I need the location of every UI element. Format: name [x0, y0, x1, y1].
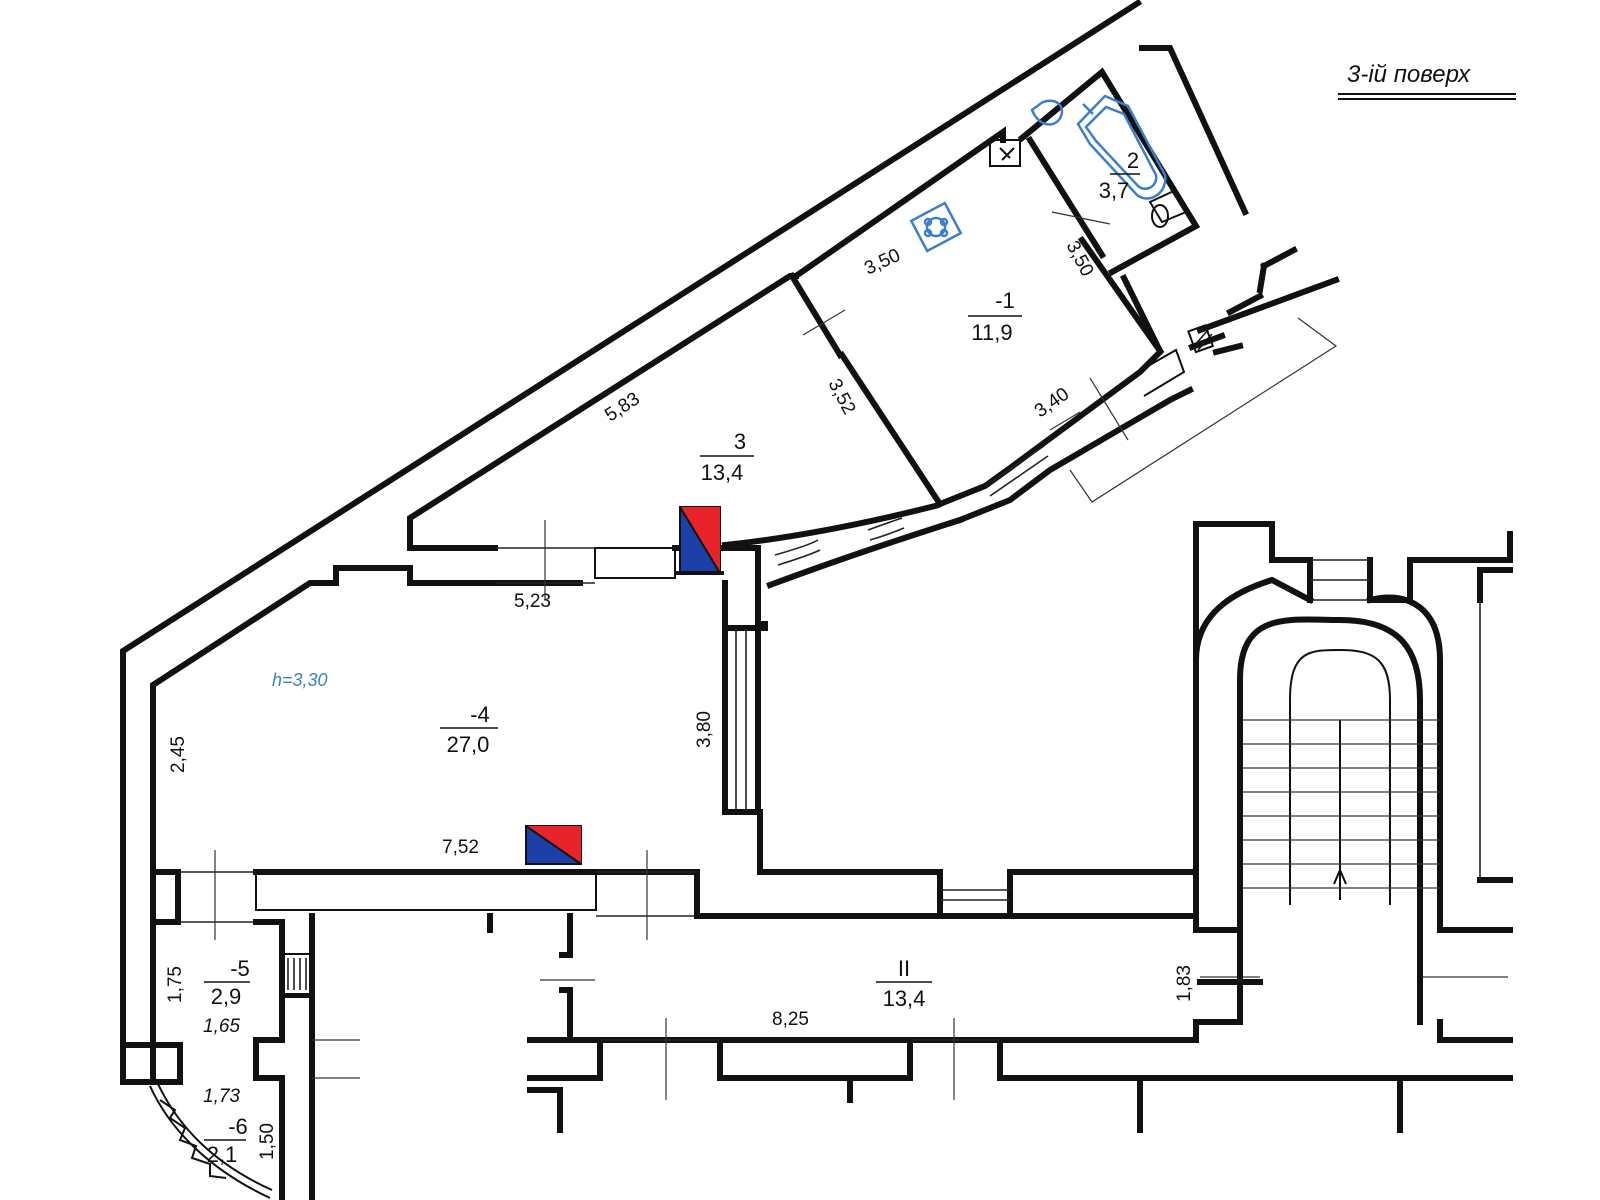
- corridor-area: 13,4: [883, 986, 926, 1011]
- room-label-6: -6 2,1: [204, 1114, 248, 1167]
- room-5-number: -5: [230, 956, 250, 981]
- room-4-walls: [150, 520, 943, 940]
- dim-1-83: 1,83: [1174, 965, 1195, 1002]
- room-label-3: 3 13,4: [700, 429, 754, 485]
- room-2-area: 3,7: [1099, 178, 1130, 203]
- dim-3-40: 3,40: [1031, 384, 1073, 422]
- room-label-4: -4 27,0: [440, 702, 498, 757]
- dim-1-65: 1,65: [203, 1016, 240, 1037]
- room-1-area: 11,9: [971, 320, 1012, 345]
- dim-8-25: 8,25: [772, 1009, 809, 1030]
- room-5-area: 2,9: [211, 984, 242, 1009]
- curved-facade: [721, 245, 1340, 589]
- room-3-number: 3: [734, 429, 746, 454]
- dimension-labels: 5,83 3,50 3,50 3,52 3,40 5,23 3,80 2,45 …: [165, 237, 1195, 1160]
- floor-drain: [909, 201, 963, 253]
- floor-title-text: 3-ій поверх: [1347, 61, 1471, 88]
- room-4-number: -4: [470, 702, 490, 727]
- exterior-wall: [120, 0, 1249, 1085]
- room-6-area: 2,1: [207, 1142, 238, 1167]
- room-1-walls: [787, 67, 1201, 509]
- staircase: [1193, 531, 1513, 1043]
- dim-1-75: 1,75: [165, 966, 186, 1003]
- room-2-number: 2: [1127, 148, 1139, 173]
- corridor-number: II: [898, 956, 910, 981]
- room-3-area: 13,4: [701, 460, 744, 485]
- room-1-number: -1: [995, 288, 1015, 313]
- dim-3-80: 3,80: [694, 711, 715, 748]
- rooms-5-6-walls: [120, 913, 360, 1200]
- floor-title: 3-ій поверх: [1338, 61, 1516, 100]
- dim-1-50: 1,50: [257, 1123, 278, 1160]
- ceiling-height-label: h=3,30: [272, 670, 328, 690]
- corridor-walls: [487, 521, 1513, 1133]
- dim-2-45: 2,45: [168, 736, 189, 773]
- vent-marker-bottom: [525, 825, 582, 865]
- bathtub: [1076, 94, 1167, 200]
- room-label-5: -5 2,9: [204, 956, 250, 1009]
- dim-3-52: 3,52: [824, 375, 860, 418]
- dim-1-73: 1,73: [203, 1086, 240, 1107]
- dim-3-50-a: 3,50: [861, 245, 903, 280]
- vent-marker-top: [676, 506, 724, 575]
- dim-7-52: 7,52: [442, 837, 479, 858]
- room-4-area: 27,0: [447, 732, 490, 757]
- room-label-1: -1 11,9: [968, 288, 1022, 345]
- toilet: [1148, 188, 1188, 228]
- room-6-number: -6: [228, 1114, 248, 1139]
- dim-5-23: 5,23: [514, 591, 551, 612]
- room-label-corridor: II 13,4: [876, 956, 932, 1011]
- room-label-2: 2 3,7: [1099, 148, 1140, 203]
- washbasin: [1030, 99, 1064, 126]
